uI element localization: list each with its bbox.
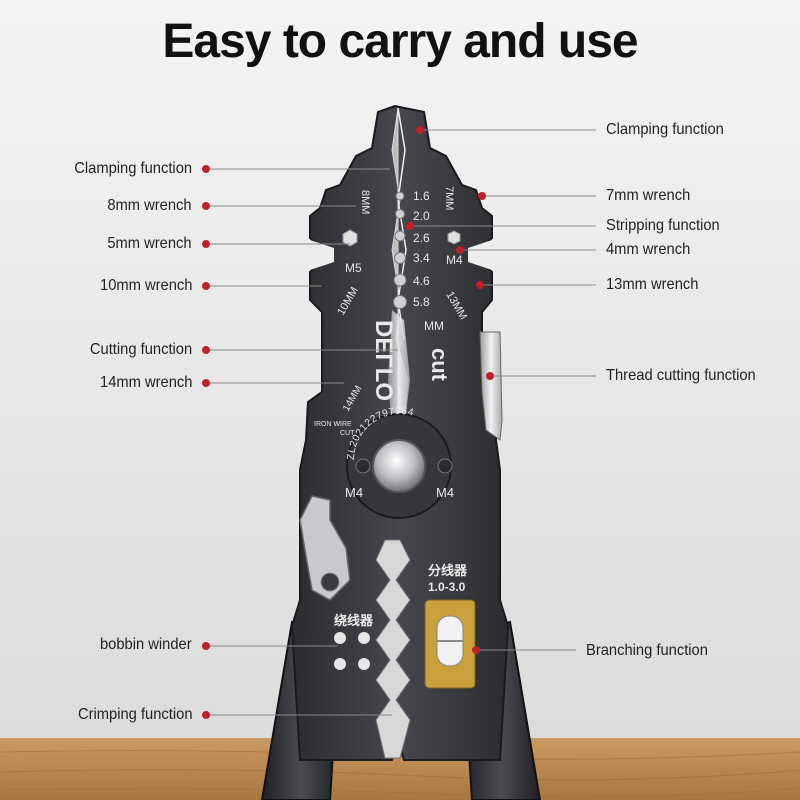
headline: Easy to carry and use <box>162 15 638 68</box>
thread-cutting-blade <box>479 331 503 441</box>
strip-unit: MM <box>424 319 444 333</box>
callout-right-branching: Branching function <box>586 642 708 659</box>
mark-m4-left: M4 <box>345 485 363 500</box>
mark-m4-top: M4 <box>446 253 463 267</box>
crimping-jaw <box>375 539 411 759</box>
mark-m4-right: M4 <box>436 485 454 500</box>
callout-left-8mm-wrench: 8mm wrench <box>107 197 192 214</box>
cut-mark: cut <box>427 348 452 382</box>
m4-hex-hole <box>447 230 461 245</box>
callout-right-thread-cutting: Thread cutting function <box>606 367 756 384</box>
mark-m5: M5 <box>345 261 362 275</box>
strip-size-6: 5.8 <box>413 295 430 309</box>
callout-left-clamping: Clamping function <box>74 160 192 177</box>
bobbin-winder-lever <box>299 495 351 601</box>
callout-left-10mm-wrench: 10mm wrench <box>99 277 192 294</box>
iron-wire-text: IRON WIRE <box>314 421 352 428</box>
mark-7mm: 7MM <box>443 186 455 210</box>
strip-size-2: 2.0 <box>413 209 430 223</box>
iron-wire-cut-text: CUT <box>340 430 355 437</box>
strip-size-3: 2.6 <box>413 231 430 245</box>
strip-size-4: 3.4 <box>413 251 430 265</box>
callout-left-5mm-wrench: 5mm wrench <box>107 235 192 252</box>
callout-left-14mm-wrench: 14mm wrench <box>99 374 192 391</box>
strip-size-1: 1.6 <box>413 189 430 203</box>
branch-range: 1.0-3.0 <box>428 580 466 594</box>
mark-8mm: 8MM <box>359 190 371 214</box>
callout-right-7mm-wrench: 7mm wrench <box>606 187 691 204</box>
callout-left-bobbin-winder: bobbin winder <box>100 636 192 653</box>
strip-size-5: 4.6 <box>413 274 430 288</box>
m5-hex-hole <box>342 229 358 247</box>
callout-lines <box>208 129 596 716</box>
callout-left-crimping: Crimping function <box>77 706 192 723</box>
branch-cn-label: 分线器 <box>428 563 468 578</box>
callout-right-clamping: Clamping function <box>606 121 724 138</box>
callout-right-13mm-wrench: 13mm wrench <box>606 276 699 293</box>
callout-right-4mm-wrench: 4mm wrench <box>606 241 691 258</box>
pivot-bolt <box>372 439 426 493</box>
winder-cn-label: 绕线器 <box>334 613 374 628</box>
callout-left-cutting: Cutting function <box>89 341 192 358</box>
callout-right-stripping: Stripping function <box>606 217 720 234</box>
callout-dots <box>202 126 494 719</box>
cutting-blade <box>388 310 410 430</box>
brand-mark: DEΓLO <box>370 320 397 401</box>
bobbin-holes <box>334 632 370 670</box>
stripping-holes <box>393 191 407 309</box>
